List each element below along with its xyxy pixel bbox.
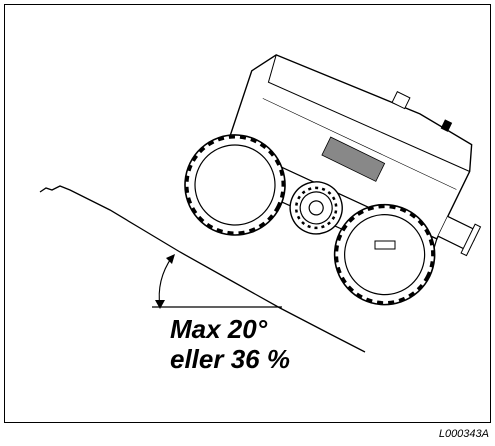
articulation-joint: [289, 181, 343, 235]
top-fitting: [440, 119, 453, 132]
slope-angle-arc: [158, 256, 173, 308]
slope-limit-caption-line1: Max 20°: [170, 314, 268, 344]
hood-panel: [321, 136, 386, 182]
slope-ground-line: [39, 185, 366, 353]
slope-limit-caption-line2: eller 36 %: [170, 344, 290, 374]
rear-drum: [333, 203, 436, 306]
angle-arrow-top: [166, 254, 175, 264]
top-cap: [391, 91, 411, 110]
angle-arrow-bottom: [155, 300, 165, 309]
side-connector: [374, 240, 396, 250]
front-drum: [184, 134, 286, 236]
vibratory-roller: [184, 54, 482, 306]
figure-code: L000343A: [438, 428, 489, 440]
